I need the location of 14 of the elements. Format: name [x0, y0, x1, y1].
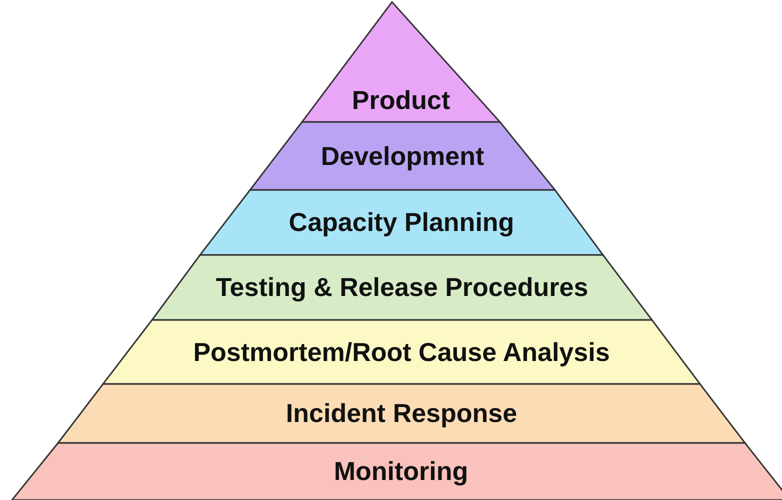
pyramid-tier — [200, 190, 603, 255]
pyramid-tier — [103, 320, 700, 384]
pyramid-tier — [152, 255, 652, 320]
tier-label: Capacity Planning — [288, 207, 514, 238]
tier-label: Incident Response — [286, 398, 518, 429]
tier-label: Product — [352, 85, 450, 116]
pyramid-tier — [302, 2, 500, 122]
tier-label: Monitoring — [334, 456, 468, 487]
tier-label: Testing & Release Procedures — [216, 272, 588, 303]
pyramid-tier — [12, 443, 782, 500]
tier-label: Postmortem/Root Cause Analysis — [193, 336, 610, 368]
pyramid-tier — [250, 122, 555, 190]
pyramid-tier — [58, 384, 745, 443]
tier-label: Development — [320, 140, 484, 172]
